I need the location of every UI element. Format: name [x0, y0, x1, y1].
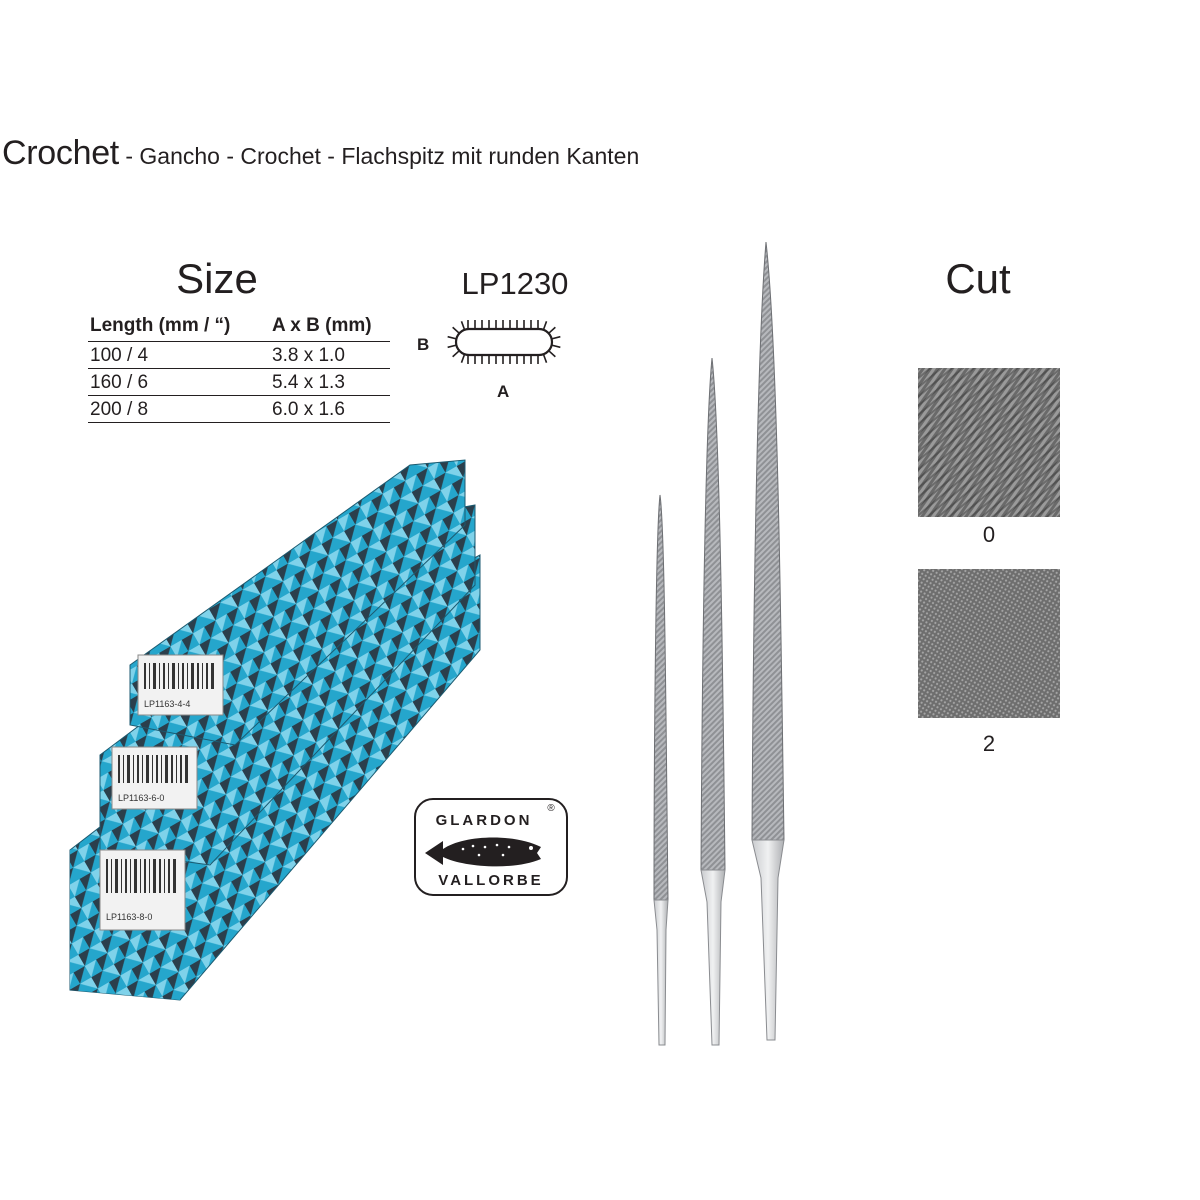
glardon-vallorbe-logo: GLARDON ® VALLORBE	[414, 798, 568, 896]
cut-2-texture	[918, 569, 1060, 718]
box-label-code: LP1163-4-4	[144, 699, 190, 709]
axb-cell: 5.4 x 1.3	[270, 368, 390, 396]
box-label-code: LP1163-6-0	[118, 793, 164, 803]
cut-2-label: 2	[982, 731, 996, 756]
table-row: 200 / 8 6.0 x 1.6	[88, 395, 390, 423]
cut-heading: Cut	[945, 255, 1011, 302]
axb-cell: 3.8 x 1.0	[270, 341, 390, 369]
cut-0-label: 0	[982, 522, 996, 547]
registered-mark: ®	[547, 803, 555, 814]
length-cell: 200 / 8	[88, 395, 270, 423]
title-main: Crochet	[2, 134, 119, 172]
box-label: LP1163-6-0	[111, 746, 198, 810]
box-label-code: LP1163-8-0	[106, 912, 152, 922]
dimension-b-label: B	[417, 335, 430, 354]
size-table-header: Length (mm / “) A x B (mm)	[88, 313, 390, 342]
fish-icon	[425, 837, 541, 867]
length-cell: 100 / 4	[88, 341, 270, 369]
cross-section-icon	[447, 320, 561, 364]
column-header-length: Length (mm / “)	[88, 313, 270, 342]
size-table: Length (mm / “) A x B (mm) 100 / 4 3.8 x…	[88, 313, 390, 423]
table-row: 100 / 4 3.8 x 1.0	[88, 341, 390, 369]
file-100mm	[653, 494, 669, 1046]
file-200mm	[751, 241, 785, 1041]
box-label: LP1163-4-4	[137, 654, 224, 716]
needle-files-image	[653, 241, 785, 1046]
table-row: 160 / 6 5.4 x 1.3	[88, 368, 390, 396]
page-title: Crochet - Gancho - Crochet - Flachspitz …	[2, 136, 639, 170]
model-number: LP1230	[461, 266, 569, 301]
logo-top-text: GLARDON	[436, 812, 533, 829]
logo-bottom-text: VALLORBE	[438, 872, 543, 889]
size-heading: Size	[176, 255, 258, 302]
cut-0-texture	[918, 368, 1060, 517]
box-label: LP1163-8-0	[99, 849, 186, 931]
file-160mm	[700, 357, 726, 1046]
dimension-a-label: A	[497, 382, 510, 401]
axb-cell: 6.0 x 1.6	[270, 395, 390, 423]
column-header-axb: A x B (mm)	[270, 313, 390, 342]
product-boxes-image: LP1163-4-4 LP1163-6-0 LP1163-8-0	[69, 459, 481, 1001]
title-translations: - Gancho - Crochet - Flachspitz mit rund…	[118, 143, 640, 169]
length-cell: 160 / 6	[88, 368, 270, 396]
